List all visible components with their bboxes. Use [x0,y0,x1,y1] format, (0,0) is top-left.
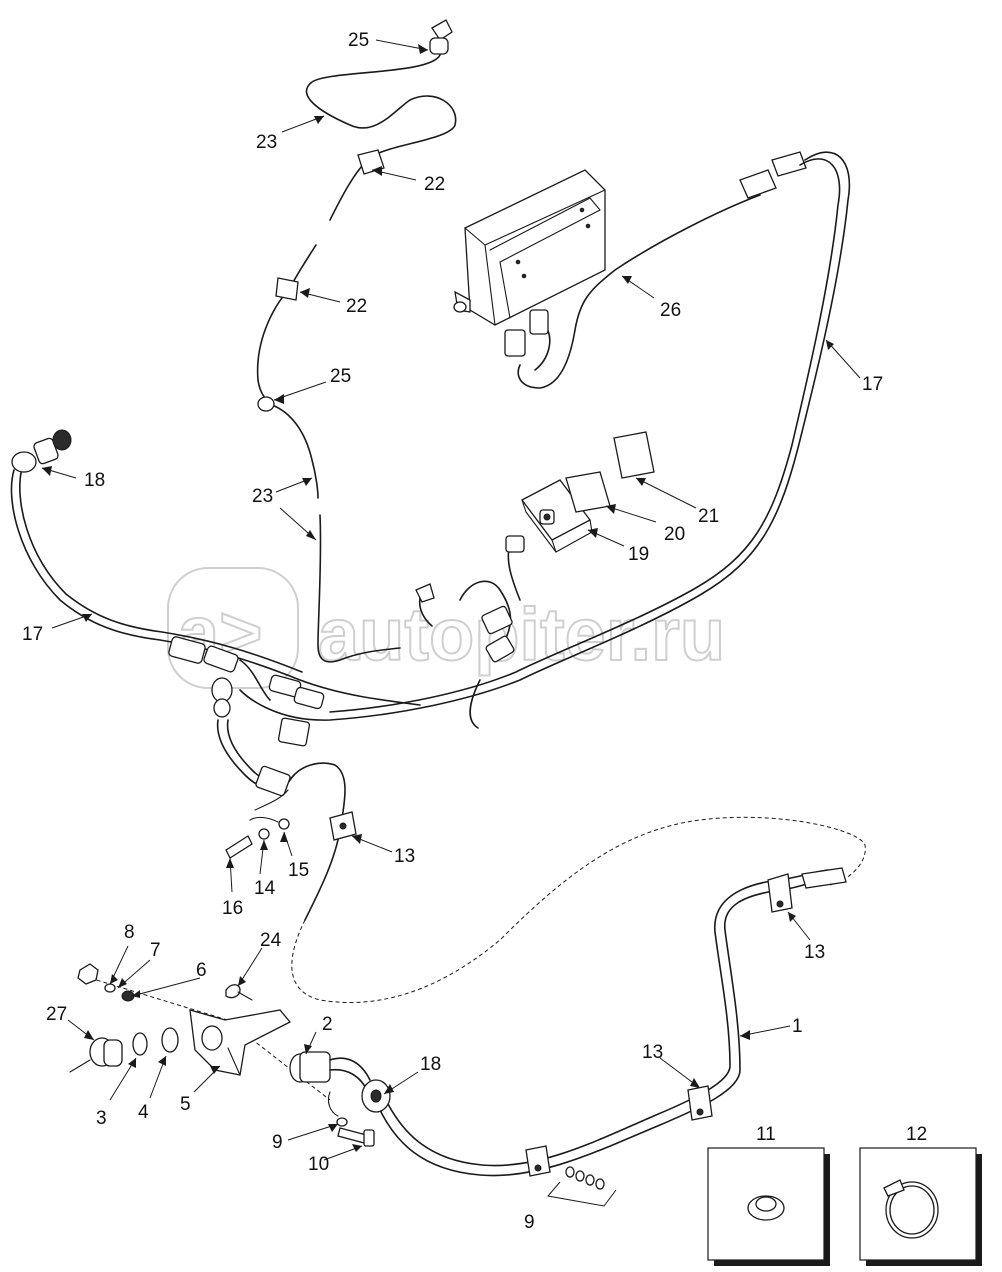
callout-9-lower: 9 [524,1212,535,1233]
washer-9-upper [336,1117,348,1127]
clip-13-lower [687,1085,713,1121]
callout-22-lower: 22 [346,296,367,317]
callout-3: 3 [96,1108,107,1129]
washer-7 [104,983,116,993]
cap-27 [69,1037,123,1073]
seal-3 [132,1032,148,1056]
grommet-18-lower [361,1079,391,1113]
inset-11 [707,1147,830,1266]
clip-13-upper [329,811,357,841]
callout-1: 1 [792,1016,803,1037]
upper-wire-route [256,19,457,663]
control-module [453,169,606,326]
ring-4 [161,1027,179,1053]
hose-clamp-12-icon [883,1179,939,1239]
callout-13-upper: 13 [394,846,415,867]
dashed-route [291,816,866,1003]
inset-12 [859,1147,982,1266]
callout-20: 20 [664,524,685,545]
callout-4: 4 [138,1102,149,1123]
callout-23-top: 23 [256,132,277,153]
ground-hardware [225,816,290,859]
central-connector-bundle [168,535,525,729]
connector-26-a [739,151,807,199]
callout-23-mid: 23 [252,486,273,507]
callout-18-lower: 18 [420,1054,441,1075]
callout-12: 12 [906,1124,927,1145]
watermark: a> autopiter.ru [167,567,726,689]
module-harness-26 [504,151,807,389]
connector-2 [289,1051,371,1093]
grommet-18-top [11,429,72,473]
connector-assembly [69,963,391,1147]
connector-26-b [504,309,549,357]
harness-drop [216,717,357,921]
callout-9-upper: 9 [272,1132,283,1153]
callout-7: 7 [150,940,161,961]
callout-21: 21 [698,506,719,527]
callout-5: 5 [180,1094,191,1115]
bracket-5 [189,1009,292,1076]
callout-18-top: 18 [84,470,105,491]
callout-10: 10 [308,1154,329,1175]
callout-8: 8 [124,922,135,943]
watermark-text: autopiter.ru [318,593,725,676]
callout-19: 19 [628,544,649,565]
clip-13-right [767,873,793,913]
grommet-11-icon [747,1195,785,1221]
harness-1 [379,867,847,1177]
callout-17-left: 17 [22,624,43,645]
label-21 [613,431,655,479]
callout-26: 26 [660,300,681,321]
callout-labels: 25 23 22 22 25 23 18 17 26 17 21 20 19 1… [22,30,927,1233]
callout-25-top: 25 [348,30,369,51]
screw-10 [337,1127,375,1147]
callout-27: 27 [46,1004,67,1025]
harness-17-right [239,151,851,721]
callout-14: 14 [254,878,276,899]
callout-24: 24 [260,930,282,951]
pin-24 [225,984,253,1001]
callout-2: 2 [322,1014,333,1035]
callout-16: 16 [222,898,243,919]
callout-17-right: 17 [862,374,883,395]
clip-22-lower [275,277,299,301]
callout-25-mid: 25 [330,366,351,387]
grommet-25-mid [257,396,275,412]
nut-8 [77,963,99,985]
callout-11: 11 [756,1124,776,1145]
clip-lower-left [525,1145,551,1177]
callout-6: 6 [196,960,207,981]
callout-13-right: 13 [804,942,825,963]
connector-25-top [429,19,453,55]
leader-arrowheads [42,44,834,1152]
callout-13-lower: 13 [642,1042,663,1063]
washers-9-lower [547,1166,617,1207]
harness-17-left [10,429,421,706]
callout-15: 15 [288,860,309,881]
callout-22-upper: 22 [424,174,445,195]
watermark-logo-frame [167,567,299,689]
